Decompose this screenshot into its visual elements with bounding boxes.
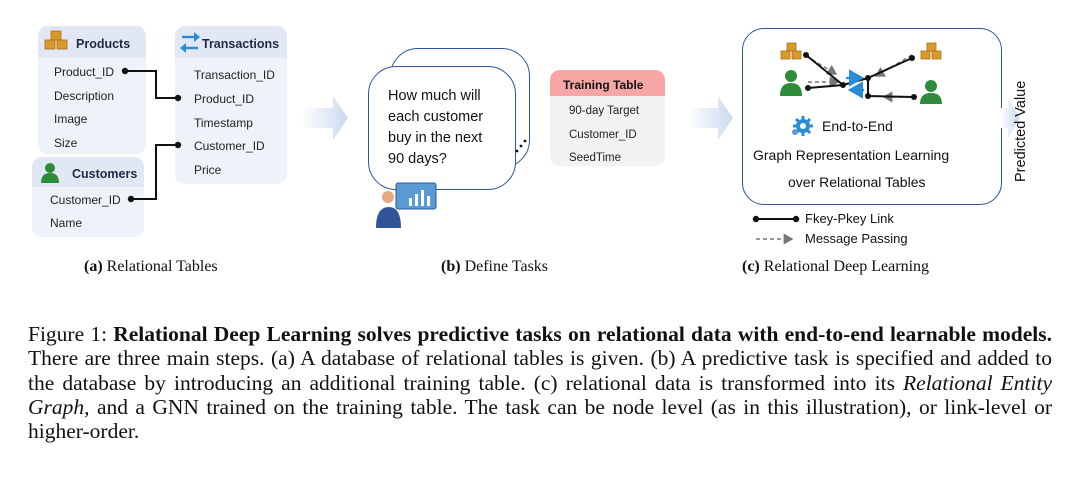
subcaption-c-letter: (c) [742, 258, 760, 275]
training-table-header [550, 70, 665, 96]
task-question: How much will each customer buy in the n… [388, 86, 528, 170]
person-icon [41, 163, 59, 183]
boxes-icon [44, 30, 68, 50]
figure-graphics [41, 30, 1020, 245]
products-field: Image [54, 112, 88, 126]
fkey-link-customer [131, 144, 178, 200]
training-table-field: 90-day Target [569, 105, 640, 117]
transactions-title: Transactions [202, 37, 280, 51]
training-table-field: Customer_ID [569, 129, 637, 141]
customers-title: Customers [72, 167, 138, 181]
customers-field: Name [50, 216, 83, 230]
transactions-field: Timestamp [194, 116, 253, 130]
subcaption-a: (a) Relational Tables [84, 258, 218, 276]
legend-fkey-label: Fkey-Pkey Link [805, 211, 894, 226]
presenter-icon [376, 182, 437, 228]
transactions-field: Customer_ID [194, 139, 265, 153]
transactions-field: Price [194, 163, 222, 177]
flow-arrow-a-b [302, 96, 348, 140]
flow-arrow-c-output [1000, 98, 1020, 138]
ellipsis-dots [515, 139, 527, 153]
training-table-title: Training Table [563, 78, 644, 92]
subcaption-b-letter: (b) [441, 258, 461, 275]
task-question-line: each customer [388, 109, 484, 125]
subcaption-c-text: Relational Deep Learning [763, 258, 930, 275]
subcaption-c: (c) Relational Deep Learning [742, 258, 929, 276]
training-table-field: SeedTime [569, 152, 621, 164]
task-question-line: buy in the next [388, 130, 483, 146]
gear-icon [792, 116, 813, 136]
transactions-table-header [175, 26, 287, 58]
task-question-line: 90 days? [388, 151, 447, 167]
products-field: Product_ID [54, 65, 115, 79]
swap-arrows-icon [180, 32, 200, 53]
fkey-link-product [125, 70, 178, 99]
blue-message-arrows [846, 69, 865, 99]
customers-field: Customer_ID [50, 193, 121, 207]
caption-figure-label: Figure 1: [28, 322, 108, 346]
question-bubble [368, 66, 516, 190]
caption-text-1: There are three main steps. (a) A databa… [28, 346, 1052, 395]
caption-bold: Relational Deep Learning solves predicti… [113, 322, 1053, 346]
transactions-field: Product_ID [194, 92, 255, 106]
rdl-line-3: over Relational Tables [788, 174, 926, 190]
rdl-line-1: End-to-End [822, 118, 893, 134]
subcaption-a-letter: (a) [84, 258, 103, 275]
transactions-field: Transaction_ID [194, 68, 275, 82]
products-title: Products [76, 37, 131, 51]
predicted-value-label: Predicted Value [1013, 80, 1029, 182]
caption-italic: Relational Entity Graph [28, 370, 1052, 419]
flow-arrow-b-c [688, 96, 733, 140]
figure-caption: Figure 1: Relational Deep Learning solve… [28, 322, 1052, 443]
subcaption-b: (b) Define Tasks [441, 258, 548, 276]
caption-text-2: , and a GNN trained on the training tabl… [28, 394, 1052, 444]
figure-1: Products Product_ID Description Image Si… [32, 26, 1029, 276]
subcaption-b-text: Define Tasks [464, 258, 549, 275]
subcaption-a-text: Relational Tables [106, 258, 218, 275]
products-field: Description [54, 89, 115, 103]
legend-fkey-mark [752, 215, 800, 223]
rdl-line-2: Graph Representation Learning [753, 147, 950, 163]
products-field: Size [54, 136, 78, 150]
task-question-line: How much will [388, 88, 481, 104]
legend-message-label: Message Passing [805, 231, 908, 246]
graph-icons [780, 42, 942, 104]
